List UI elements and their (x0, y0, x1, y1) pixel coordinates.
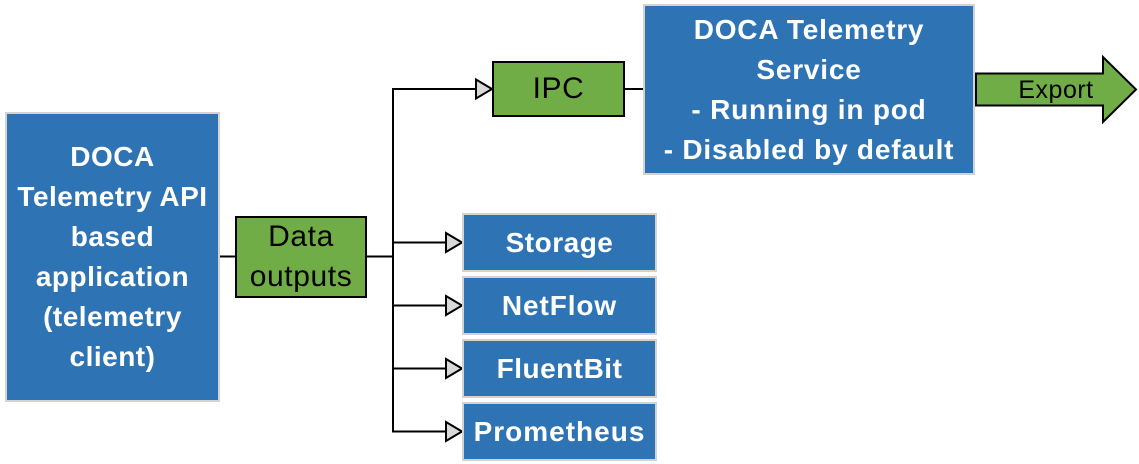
svg-text:Export: Export (1018, 76, 1093, 104)
